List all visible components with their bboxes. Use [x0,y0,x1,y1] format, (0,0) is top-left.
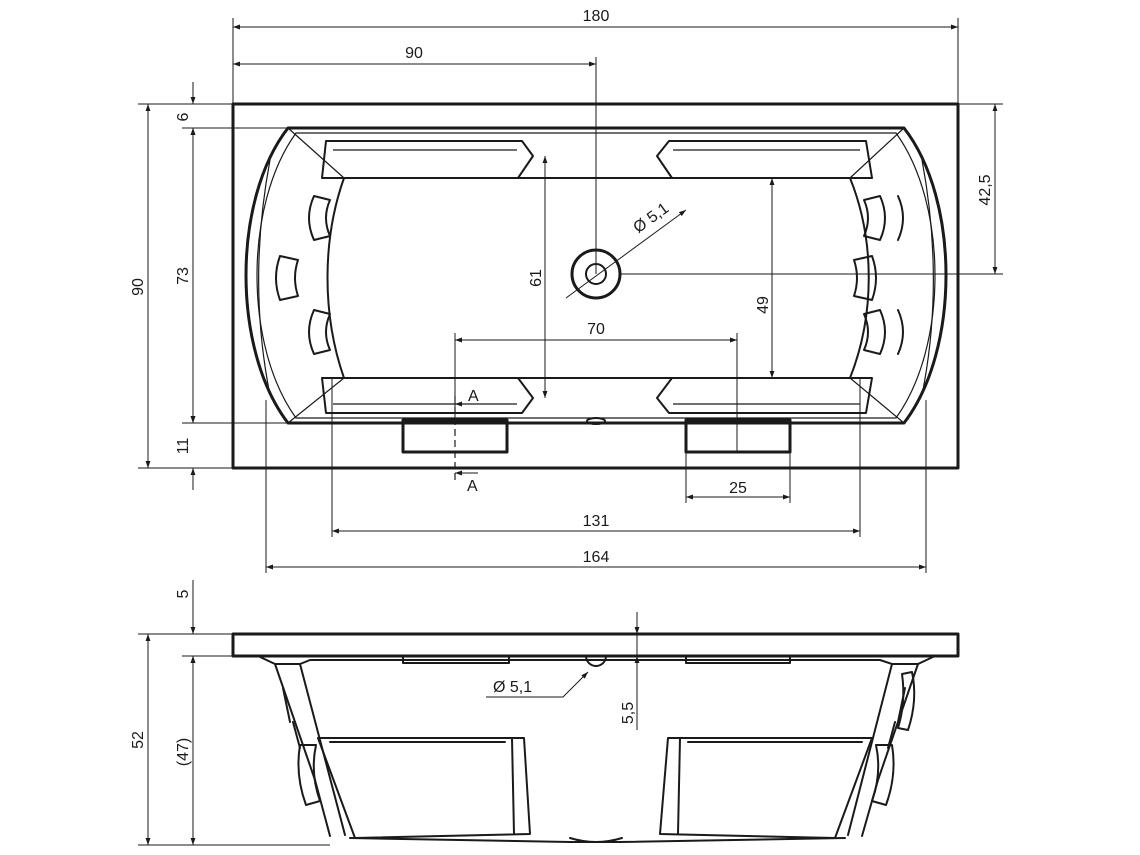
armrest-top-left [321,140,534,179]
dim-overall-length: 180 [583,8,610,25]
dim-inner-length: 164 [583,549,610,566]
side-rim [231,632,960,658]
side-view [231,632,960,843]
dim-overflow-diameter: Ø 5,1 [493,679,532,696]
dim-rim-thickness: 5 [175,589,192,598]
side-left-wall [274,663,346,837]
dim-drain-diameter: Ø 5,1 [631,200,673,237]
top-view-dimensions: 180 90 90 6 73 11 42,5 Ø 5,1 61 49 [130,8,1003,573]
dim-drain-offset: 42,5 [977,174,994,205]
left-end-bevel [258,127,345,424]
jets-right [853,195,904,355]
side-frame-right [659,737,873,839]
dim-floor-width-right: 49 [755,296,772,314]
dim-floor-length: 131 [583,513,610,530]
dim-inner-width: 73 [175,267,192,285]
tub-floor-outline [326,177,870,379]
dim-support-width: 25 [729,480,747,497]
armrest-top-right [656,140,873,179]
dim-half-length: 90 [405,45,423,62]
dim-armrest-gap: 70 [587,321,605,338]
dim-floor-width-left: 61 [528,269,545,287]
dim-overall-width: 90 [130,278,147,296]
right-end-bevel [849,127,934,424]
section-label-a-top: A [468,388,479,405]
side-frame-left [317,737,531,839]
overflow-outlet [586,417,606,425]
dim-rim-bottom: 11 [175,438,192,455]
dim-inner-depth: (47) [175,738,192,766]
dim-overall-height: 52 [130,731,147,749]
armrest-bottom-left [321,377,534,414]
side-overflow [585,655,607,667]
side-right-wall [847,663,919,837]
section-label-a-bottom: A [467,478,478,495]
side-view-dimensions: 5 52 (47) 5,5 Ø 5,1 [130,580,650,846]
dim-overflow-height: 5,5 [620,702,637,724]
armrest-bottom-right [656,377,873,414]
support-right [684,418,792,454]
dim-rim-top: 6 [175,112,192,121]
jets-left [275,195,331,355]
